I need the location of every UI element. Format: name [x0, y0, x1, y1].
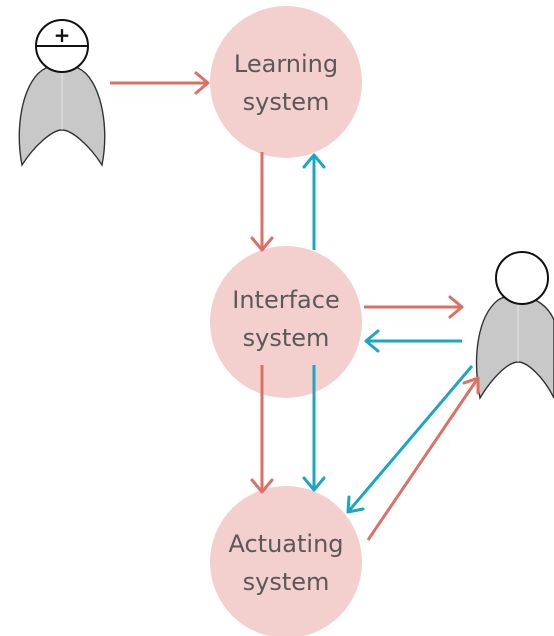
arrow-interface-to-actuating-head	[250, 478, 274, 494]
plus-icon: +	[54, 23, 71, 47]
arrow-interface-to-learning	[302, 153, 326, 250]
designer-figure: +	[18, 19, 106, 167]
arrow-learning-to-interface	[250, 152, 274, 252]
arrow-actuating-to-user	[366, 376, 480, 541]
user-figure	[475, 251, 554, 400]
arrow-interface-to-actuating-blue	[302, 365, 326, 492]
user-body	[475, 294, 554, 400]
learning-system-circle	[210, 6, 362, 158]
arrow-user-to-interface-head	[364, 329, 380, 353]
user-head	[495, 251, 549, 305]
actuating-system-label-line2: system	[243, 568, 330, 596]
arrow-interface-to-actuating	[250, 365, 274, 494]
actuating-system-label-line1: Actuating	[228, 530, 343, 558]
learning-system-label-line1: Learning	[234, 50, 338, 78]
interface-system-node: Interface system	[210, 246, 362, 398]
interface-system-label-line1: Interface	[232, 286, 339, 314]
learning-system-label-line2: system	[243, 88, 330, 116]
interface-system-circle	[210, 246, 362, 398]
learning-system-node: Learning system	[210, 6, 362, 158]
arrow-user-to-interface	[364, 329, 462, 353]
arrow-learning-to-interface-head	[250, 236, 274, 252]
arrow-actuating-to-user-shaft	[366, 377, 480, 541]
arrow-designer-to-learning	[110, 71, 210, 95]
interface-system-label-line2: system	[243, 324, 330, 352]
arrow-interface-to-user	[364, 295, 464, 319]
arrow-actuating-to-user-head	[462, 376, 480, 395]
arrow-interface-to-user-head	[448, 295, 464, 319]
arrow-user-to-actuating	[346, 365, 474, 514]
arrow-interface-to-learning-head	[302, 153, 326, 169]
actuating-system-node: Actuating system	[210, 486, 362, 636]
actuating-system-circle	[210, 486, 362, 636]
arrow-designer-to-learning-head	[194, 71, 210, 95]
arrow-user-to-actuating-head	[346, 495, 365, 514]
arrow-interface-to-actuating-blue-head	[302, 476, 326, 492]
arrow-user-to-actuating-shaft	[346, 365, 474, 513]
